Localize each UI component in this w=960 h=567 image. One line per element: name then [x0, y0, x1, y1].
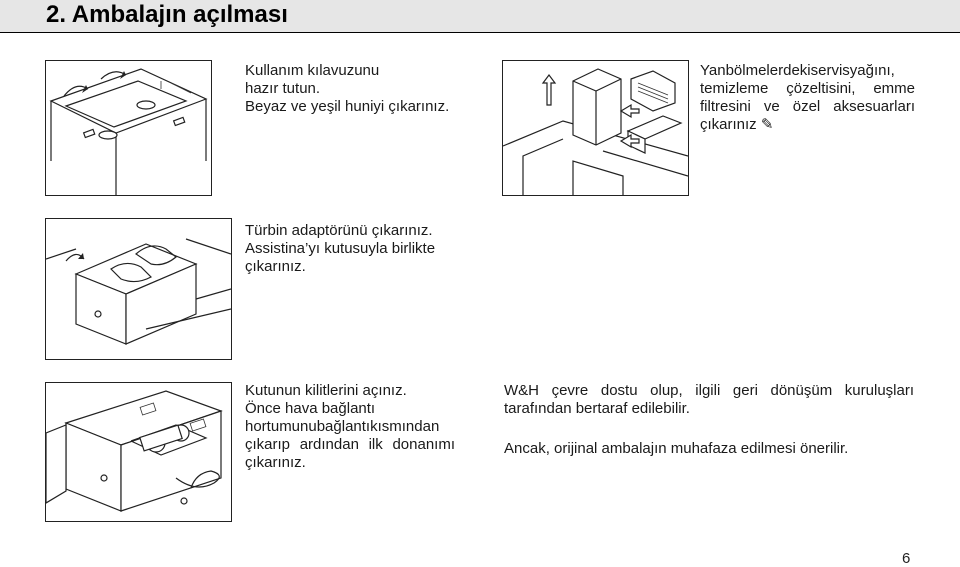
step-4-line-2: Önce hava bağlantı: [245, 400, 376, 417]
step-3-line-1: Türbin adaptörünü çıkarınız.: [245, 222, 433, 239]
step-2-line-1: Yanbölmelerdekiservisyağını,: [700, 62, 895, 79]
step-3-line-2: Assistina’yı kutusuyla birlikte: [245, 240, 436, 257]
recycling-line-1: W&H çevre dostu olup, ilgili geri dönüşü…: [504, 382, 914, 399]
step-1-text: Kullanım kılavuzunu hazır tutun. Beyaz v…: [245, 62, 449, 116]
step-4-line-3: hortumunubağlantıkısmından: [245, 418, 440, 435]
step-2-line-3: filtresini ve özel aksesuarları: [700, 98, 915, 115]
step-2-line-2: temizleme çözeltisini, emme: [700, 80, 915, 97]
illustration-side-compartments: [502, 60, 689, 196]
recycling-text: W&H çevre dostu olup, ilgili geri dönüşü…: [504, 382, 914, 418]
step-2-line-4: çıkarınız ✎: [700, 116, 774, 133]
section-header: 2. Ambalajın açılması: [0, 0, 960, 33]
step-3-line-3: çıkarınız.: [245, 258, 306, 275]
step-4-line-5: çıkarınız.: [245, 454, 306, 471]
recycling-line-2: tarafından bertaraf edilebilir.: [504, 400, 690, 417]
illustration-box-locks: [45, 382, 232, 522]
step-3-text: Türbin adaptörünü çıkarınız. Assistina’y…: [245, 222, 435, 276]
step-4-text: Kutunun kilitlerini açınız. Önce hava ba…: [245, 382, 455, 472]
step-4-line-1: Kutunun kilitlerini açınız.: [245, 382, 407, 399]
step-1-line-3: Beyaz ve yeşil huniyi çıkarınız.: [245, 98, 450, 115]
step-2-text: Yanbölmelerdekiservisyağını, temizleme ç…: [700, 62, 915, 134]
page-number: 6: [902, 550, 911, 567]
step-1-line-2: hazır tutun.: [245, 80, 321, 97]
recycling-note: Ancak, orijinal ambalajın muhafaza edilm…: [504, 440, 848, 458]
section-title: 2. Ambalajın açılması: [46, 1, 288, 28]
illustration-open-box: [45, 60, 212, 196]
illustration-turbine-adapter: [45, 218, 232, 360]
step-1-line-1: Kullanım kılavuzunu: [245, 62, 380, 79]
step-4-line-4: çıkarıp ardından ilk donanımı: [245, 436, 455, 453]
recycling-note-line: Ancak, orijinal ambalajın muhafaza edilm…: [504, 440, 849, 457]
